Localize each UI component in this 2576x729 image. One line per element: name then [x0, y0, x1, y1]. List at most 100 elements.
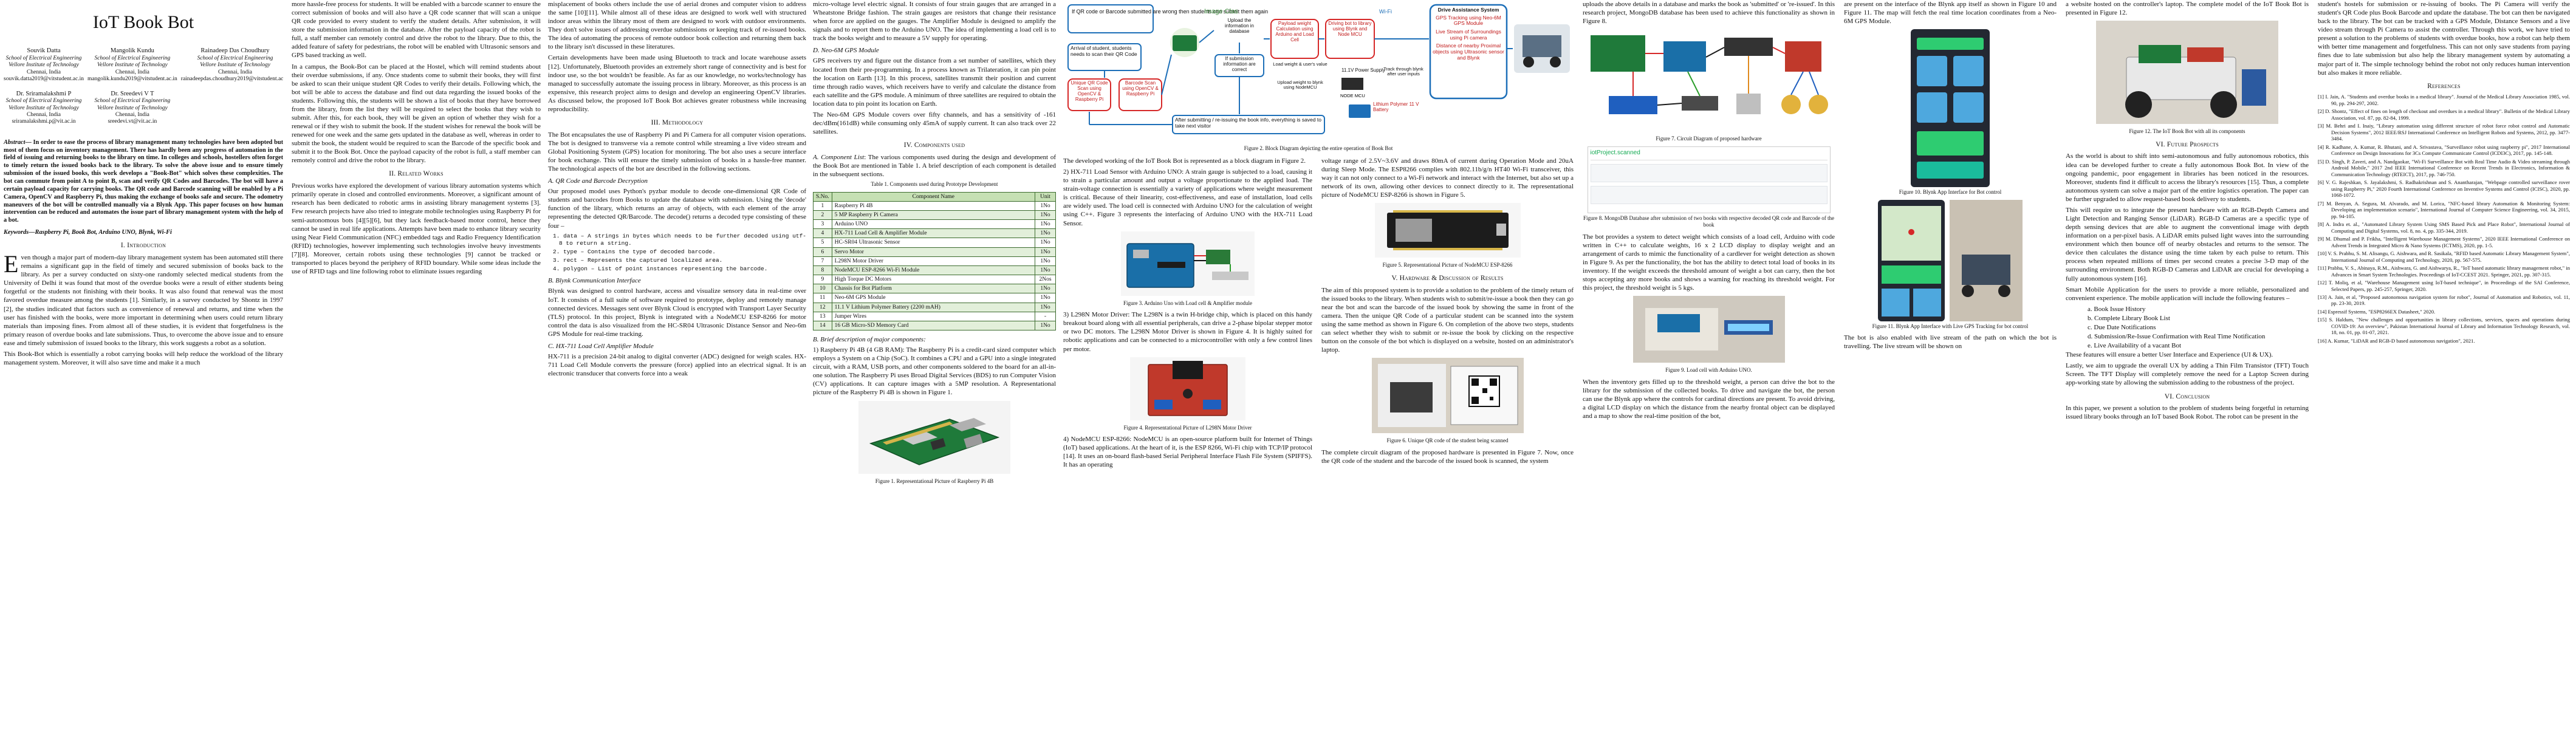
block-driving: Driving bot to library using Blynk and N…	[1328, 21, 1372, 37]
author-1: Souvik Datta School of Electrical Engine…	[4, 47, 84, 83]
author-5: Dr. Sreedevi V T School of Electrical En…	[94, 90, 171, 125]
figure-9-loadcell: Figure 9. Load cell with Arduino UNO.	[1583, 296, 1835, 374]
body-paragraph: Certain developments have been made usin…	[548, 54, 806, 113]
reference-item: [2] D. Shontz, "Effect of fines on lengt…	[2318, 108, 2570, 121]
motor-driver-icon	[1784, 41, 1821, 72]
reference-item: [16] A. Kumar, "LiDAR and RGB-D based au…	[2318, 337, 2475, 344]
figure-8-mongodb: iotProject.scanned Figure 8. MongoDB Dat…	[1583, 146, 1835, 229]
section-heading-components: IV. Components used	[903, 142, 965, 149]
up-control-icon[interactable]	[1917, 56, 1947, 87]
body-paragraph: The aim of this proposed system is to pr…	[1321, 286, 1574, 354]
reference-item: [5] D. Singh, P. Zaveri, and A. Nandgaok…	[2318, 158, 2570, 177]
loadcell-photo	[1632, 296, 1785, 363]
reference-item: [10] V. S. Prabhu, S. M. Alisangu, G. Ai…	[2318, 250, 2570, 263]
reference-item: [11] Prabhu, V. S., Abinaya, R.M., Aishw…	[2318, 265, 2570, 278]
block-upload: Upload the information in database	[1224, 18, 1255, 34]
block-gps: GPS Tracking using Neo-6M GPS Module	[1436, 14, 1501, 27]
wheel-icon	[2210, 91, 2237, 118]
reference-item: [9] M. Dhumal and P. Frikha, "Intelligen…	[2318, 236, 2570, 248]
wifi-label: Wi-Fi	[1379, 9, 1392, 15]
column-7: uploads the above details in a database …	[1583, 0, 1835, 729]
block-distance: Distance of nearby Proximal objects usin…	[1433, 43, 1504, 61]
body-paragraph: more hassle-free process for students. I…	[292, 1, 541, 60]
circuit-diagram	[1584, 29, 1834, 132]
block-verify: If submission information are correct	[1223, 56, 1256, 72]
reference-item: [1] I. Jain, A. "Students and overdue bo…	[2318, 94, 2570, 106]
block-qr-scan: Unique QR Code Scan using OpenCV & Raspb…	[1070, 81, 1108, 102]
body-paragraph: Smart Mobile Application for the users t…	[2066, 286, 2309, 302]
body-paragraph: In a campus, the Book-Bot can be placed …	[292, 63, 541, 165]
nodemcu-board-image	[1374, 203, 1521, 258]
gps-icon	[1736, 94, 1761, 115]
figure-7-circuit: Figure 7. Circuit Diagram of proposed ha…	[1583, 29, 1835, 143]
list-item: 2. type – Contains the type of decoded b…	[553, 248, 716, 255]
wheel-icon	[2125, 91, 2152, 118]
figure-3-arduino-loadcell: Figure 3. Arduino Uno with Load cell & A…	[1063, 231, 1312, 307]
body-paragraph: These features will ensure a better User…	[2066, 351, 2273, 359]
table-caption: Table 1. Components used during Prototyp…	[871, 181, 998, 188]
raspberry-pi-board-image	[858, 400, 1010, 474]
svg-text:NODE MCU: NODE MCU	[1340, 93, 1365, 98]
esp8266-chip-icon	[1395, 219, 1432, 242]
body-paragraph: When the inventory gets filled up to the…	[1583, 378, 1835, 420]
dc-motor-icon	[1781, 95, 1801, 115]
block-upload-weight: Upload weight to blynk using NodeMCU	[1277, 80, 1323, 91]
subsection-heading: C. HX-711 Load Cell Amplifier Module	[548, 342, 654, 350]
load-cell-icon	[1212, 271, 1249, 280]
blynk-app-screen	[1911, 29, 1990, 188]
mongodb-screenshot: iotProject.scanned	[1587, 146, 1831, 213]
list-item: c. Due Date Notifications	[2088, 323, 2156, 331]
figure-caption: Figure 7. Circuit Diagram of proposed ha…	[1656, 135, 1762, 142]
raspberry-pi-icon	[2139, 45, 2181, 64]
power-label: 11.1V Power Supply	[1341, 67, 1385, 73]
motor-driver-icon	[2187, 47, 2224, 63]
column-6: voltage range of 2.5V~3.6V and draws 80m…	[1321, 157, 1574, 729]
body-paragraph: A. Component List: The various component…	[813, 153, 1056, 179]
svg-text:If QR code or Barcode submitte: If QR code or Barcode submitted are wron…	[1072, 9, 1268, 15]
feature-list: a. Book Issue History b. Complete Librar…	[2066, 305, 2309, 350]
body-paragraph: The bot is also enabled with live stream…	[1844, 334, 2057, 351]
body-paragraph: student's hostels for submission or re-i…	[2318, 1, 2570, 77]
figure-caption: Figure 6. Unique QR code of the student …	[1386, 437, 1509, 444]
ultrasonic-icon	[1681, 96, 1718, 111]
body-paragraph: The developed working of the IoT Book Bo…	[1063, 157, 1306, 165]
paper-title: IoT Book Bot	[92, 12, 194, 32]
figure-12-bot: Figure 12. The IoT Book Bot with all its…	[2066, 21, 2309, 135]
figure-11-blynk-gps: Figure 11. Blynk App Interface with Live…	[1844, 199, 2057, 330]
figure-caption: Figure 1. Representational Picture of Ra…	[875, 477, 994, 484]
block-barcode-scan: Barcode Scan using OpenCV & Raspberry Pi	[1122, 81, 1159, 97]
reference-item: [13] A. Jain, et al, "Proposed autonomou…	[2318, 293, 2570, 307]
block-battery: Lithium Polymer 11 V Battery	[1373, 102, 1419, 112]
body-paragraph: Our proposed model uses Python's pyzbar …	[548, 188, 806, 230]
body-paragraph: a website hosted on the controller's lap…	[2066, 1, 2309, 17]
body-paragraph: The complete circuit diagram of the prop…	[1321, 448, 1574, 465]
reference-item: [8] A. Indra et. al., "Automated Library…	[2318, 221, 2570, 234]
distance-display	[1917, 131, 1984, 156]
figure-caption: Figure 11. Blynk App Interface with Live…	[1872, 323, 2029, 329]
right-control-icon[interactable]	[1953, 92, 1984, 123]
reference-item: [15] S. Haldum, "New challenges and oppo…	[2318, 317, 2570, 336]
list-item: d. Submission/Re-Issue Confirmation with…	[2088, 333, 2266, 341]
column-5: The developed working of the IoT Book Bo…	[1063, 157, 1312, 729]
body-paragraph: Blynk was designed to control hardware, …	[548, 287, 806, 338]
figure-1-raspberry-pi: Figure 1. Representational Picture of Ra…	[813, 400, 1056, 485]
figure-caption: Figure 9. Load cell with Arduino UNO.	[1665, 367, 1752, 374]
nodemcu-icon	[1724, 38, 1773, 56]
left-control-icon[interactable]	[1917, 92, 1947, 123]
body-paragraph: are present on the interface of the Blyn…	[1844, 1, 2057, 26]
down-control-icon[interactable]	[1953, 56, 1984, 87]
section-heading-introduction: I. Introduction	[120, 242, 166, 250]
body-paragraph: The Bot encapsulates the use of Raspberr…	[548, 131, 806, 173]
subsection-heading: A. QR Code and Barcode Decryption	[548, 177, 648, 185]
battery-icon	[1608, 96, 1657, 115]
subsection-heading: B. Brief description of major components…	[813, 335, 926, 343]
figure-caption: Figure 10. Blynk App Interface for Bot c…	[1899, 189, 2002, 196]
figure-6-qr-scan: Figure 6. Unique QR code of the student …	[1321, 358, 1574, 445]
block-live: Live Stream of Surroundings using Pi cam…	[1436, 29, 1501, 41]
